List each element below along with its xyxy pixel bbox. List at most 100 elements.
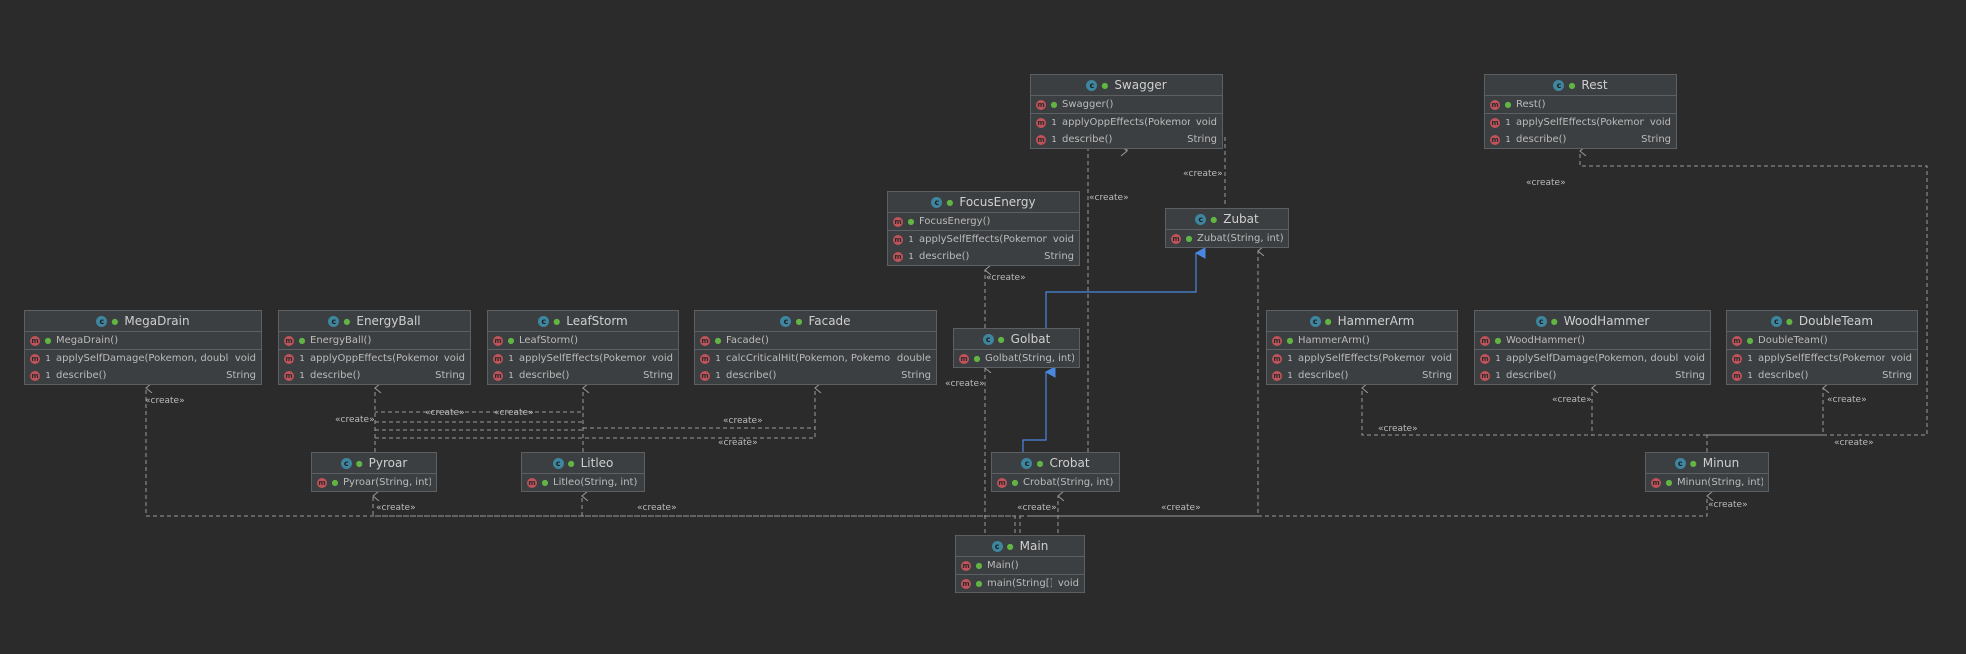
method-signature: applyOppEffects(Pokemon) [310, 353, 438, 364]
constructor: Pyroar(String, int) [343, 477, 431, 488]
class-icon: c [1309, 315, 1321, 327]
class-icon: c [328, 315, 340, 327]
return-type: void [1057, 578, 1079, 589]
public-icon: ● [298, 336, 306, 345]
method-signature: applySelfEffects(Pokemon) [1298, 353, 1425, 364]
public-icon: ● [1006, 541, 1014, 551]
edge-label: «create» [1708, 500, 1748, 510]
class-icon: c [780, 315, 792, 327]
return-type: void [1683, 353, 1705, 364]
class-icon: c [1553, 79, 1565, 91]
public-icon: ● [111, 316, 119, 326]
class-main[interactable]: c●Main m●Main() m●main(String[])void [955, 535, 1085, 593]
method-signature: describe() [310, 370, 361, 381]
public-icon: ● [1050, 100, 1058, 109]
lock-icon: 1 [1505, 118, 1511, 127]
public-icon: ● [507, 336, 515, 345]
return-type: String [1675, 370, 1705, 381]
class-minun[interactable]: c●Minun m●Minun(String, int) [1645, 452, 1769, 492]
constructor: Facade() [726, 335, 769, 346]
method-signature: calcCriticalHit(Pokemon, Pokemon) [726, 353, 891, 364]
method-icon: m [1272, 370, 1282, 381]
constructor: Golbat(String, int) [985, 353, 1074, 364]
method-signature: describe() [919, 251, 970, 262]
create-edge [375, 411, 584, 452]
lock-icon: 1 [715, 371, 721, 380]
class-pyroar[interactable]: c●Pyroar m●Pyroar(String, int) [311, 452, 437, 492]
method-icon: m [893, 251, 903, 262]
method-icon: m [893, 216, 903, 227]
return-type: void [1649, 117, 1671, 128]
method-icon: m [959, 353, 969, 364]
class-name: Crobat [1049, 456, 1090, 470]
inherit-edge [1022, 372, 1046, 452]
public-icon: ● [355, 458, 363, 468]
edge-label: «create» [1378, 424, 1418, 434]
class-name: Minun [1702, 456, 1740, 470]
public-icon: ● [1036, 458, 1044, 468]
lock-icon: 1 [1505, 135, 1511, 144]
method-signature: applySelfEffects(Pokemon) [1516, 117, 1644, 128]
class-golbat[interactable]: c●Golbat m●Golbat(String, int) [953, 328, 1080, 368]
constructor: FocusEnergy() [919, 216, 991, 227]
create-edge [1127, 136, 1226, 206]
method-icon: m [961, 560, 971, 571]
class-crobat[interactable]: c●Crobat m●Crobat(String, int) [991, 452, 1120, 492]
method-icon: m [1490, 134, 1500, 145]
method-signature: applySelfEffects(Pokemon) [519, 353, 646, 364]
lock-icon: 1 [1051, 118, 1057, 127]
lock-icon: 1 [45, 354, 51, 363]
method-icon: m [284, 370, 294, 381]
public-icon: ● [997, 334, 1005, 344]
public-icon: ● [1568, 80, 1576, 90]
public-icon: ● [1494, 336, 1502, 345]
method-icon: m [1036, 99, 1046, 110]
method-icon: m [700, 353, 710, 364]
method-icon: m [1651, 477, 1661, 488]
class-icon: c [1195, 213, 1207, 225]
lock-icon: 1 [45, 371, 51, 380]
edge-label: «create» [1089, 193, 1129, 203]
constructor: MegaDrain() [56, 335, 119, 346]
public-icon: ● [553, 316, 561, 326]
method-signature: describe() [726, 370, 777, 381]
class-zubat[interactable]: c●Zubat m●Zubat(String, int) [1165, 208, 1289, 248]
class-icon: c [1086, 79, 1098, 91]
class-name: FocusEnergy [959, 195, 1036, 209]
class-name: HammerArm [1337, 314, 1415, 328]
constructor: Zubat(String, int) [1197, 233, 1283, 244]
edge-label: «create» [335, 415, 375, 425]
class-name: Golbat [1010, 332, 1051, 346]
return-type: String [1882, 370, 1912, 381]
method-icon: m [493, 335, 503, 346]
class-name: LeafStorm [566, 314, 628, 328]
method-signature: main(String[]) [987, 578, 1052, 589]
return-type: void [1430, 353, 1452, 364]
lock-icon: 1 [908, 235, 914, 244]
class-name: Facade [808, 314, 851, 328]
public-icon: ● [973, 354, 981, 363]
class-litleo[interactable]: c●Litleo m●Litleo(String, int) [521, 452, 645, 492]
class-name: Pyroar [368, 456, 408, 470]
public-icon: ● [714, 336, 722, 345]
method-signature: applyOppEffects(Pokemon) [1062, 117, 1190, 128]
edge-label: «create» [637, 503, 677, 513]
method-icon: m [1480, 335, 1490, 346]
class-name: EnergyBall [356, 314, 421, 328]
lock-icon: 1 [299, 354, 305, 363]
constructor: Swagger() [1062, 99, 1114, 110]
return-type: String [435, 370, 465, 381]
create-edge [1580, 151, 1928, 452]
edge-label: «create» [1552, 395, 1592, 405]
edge-label: «create» [1526, 178, 1566, 188]
